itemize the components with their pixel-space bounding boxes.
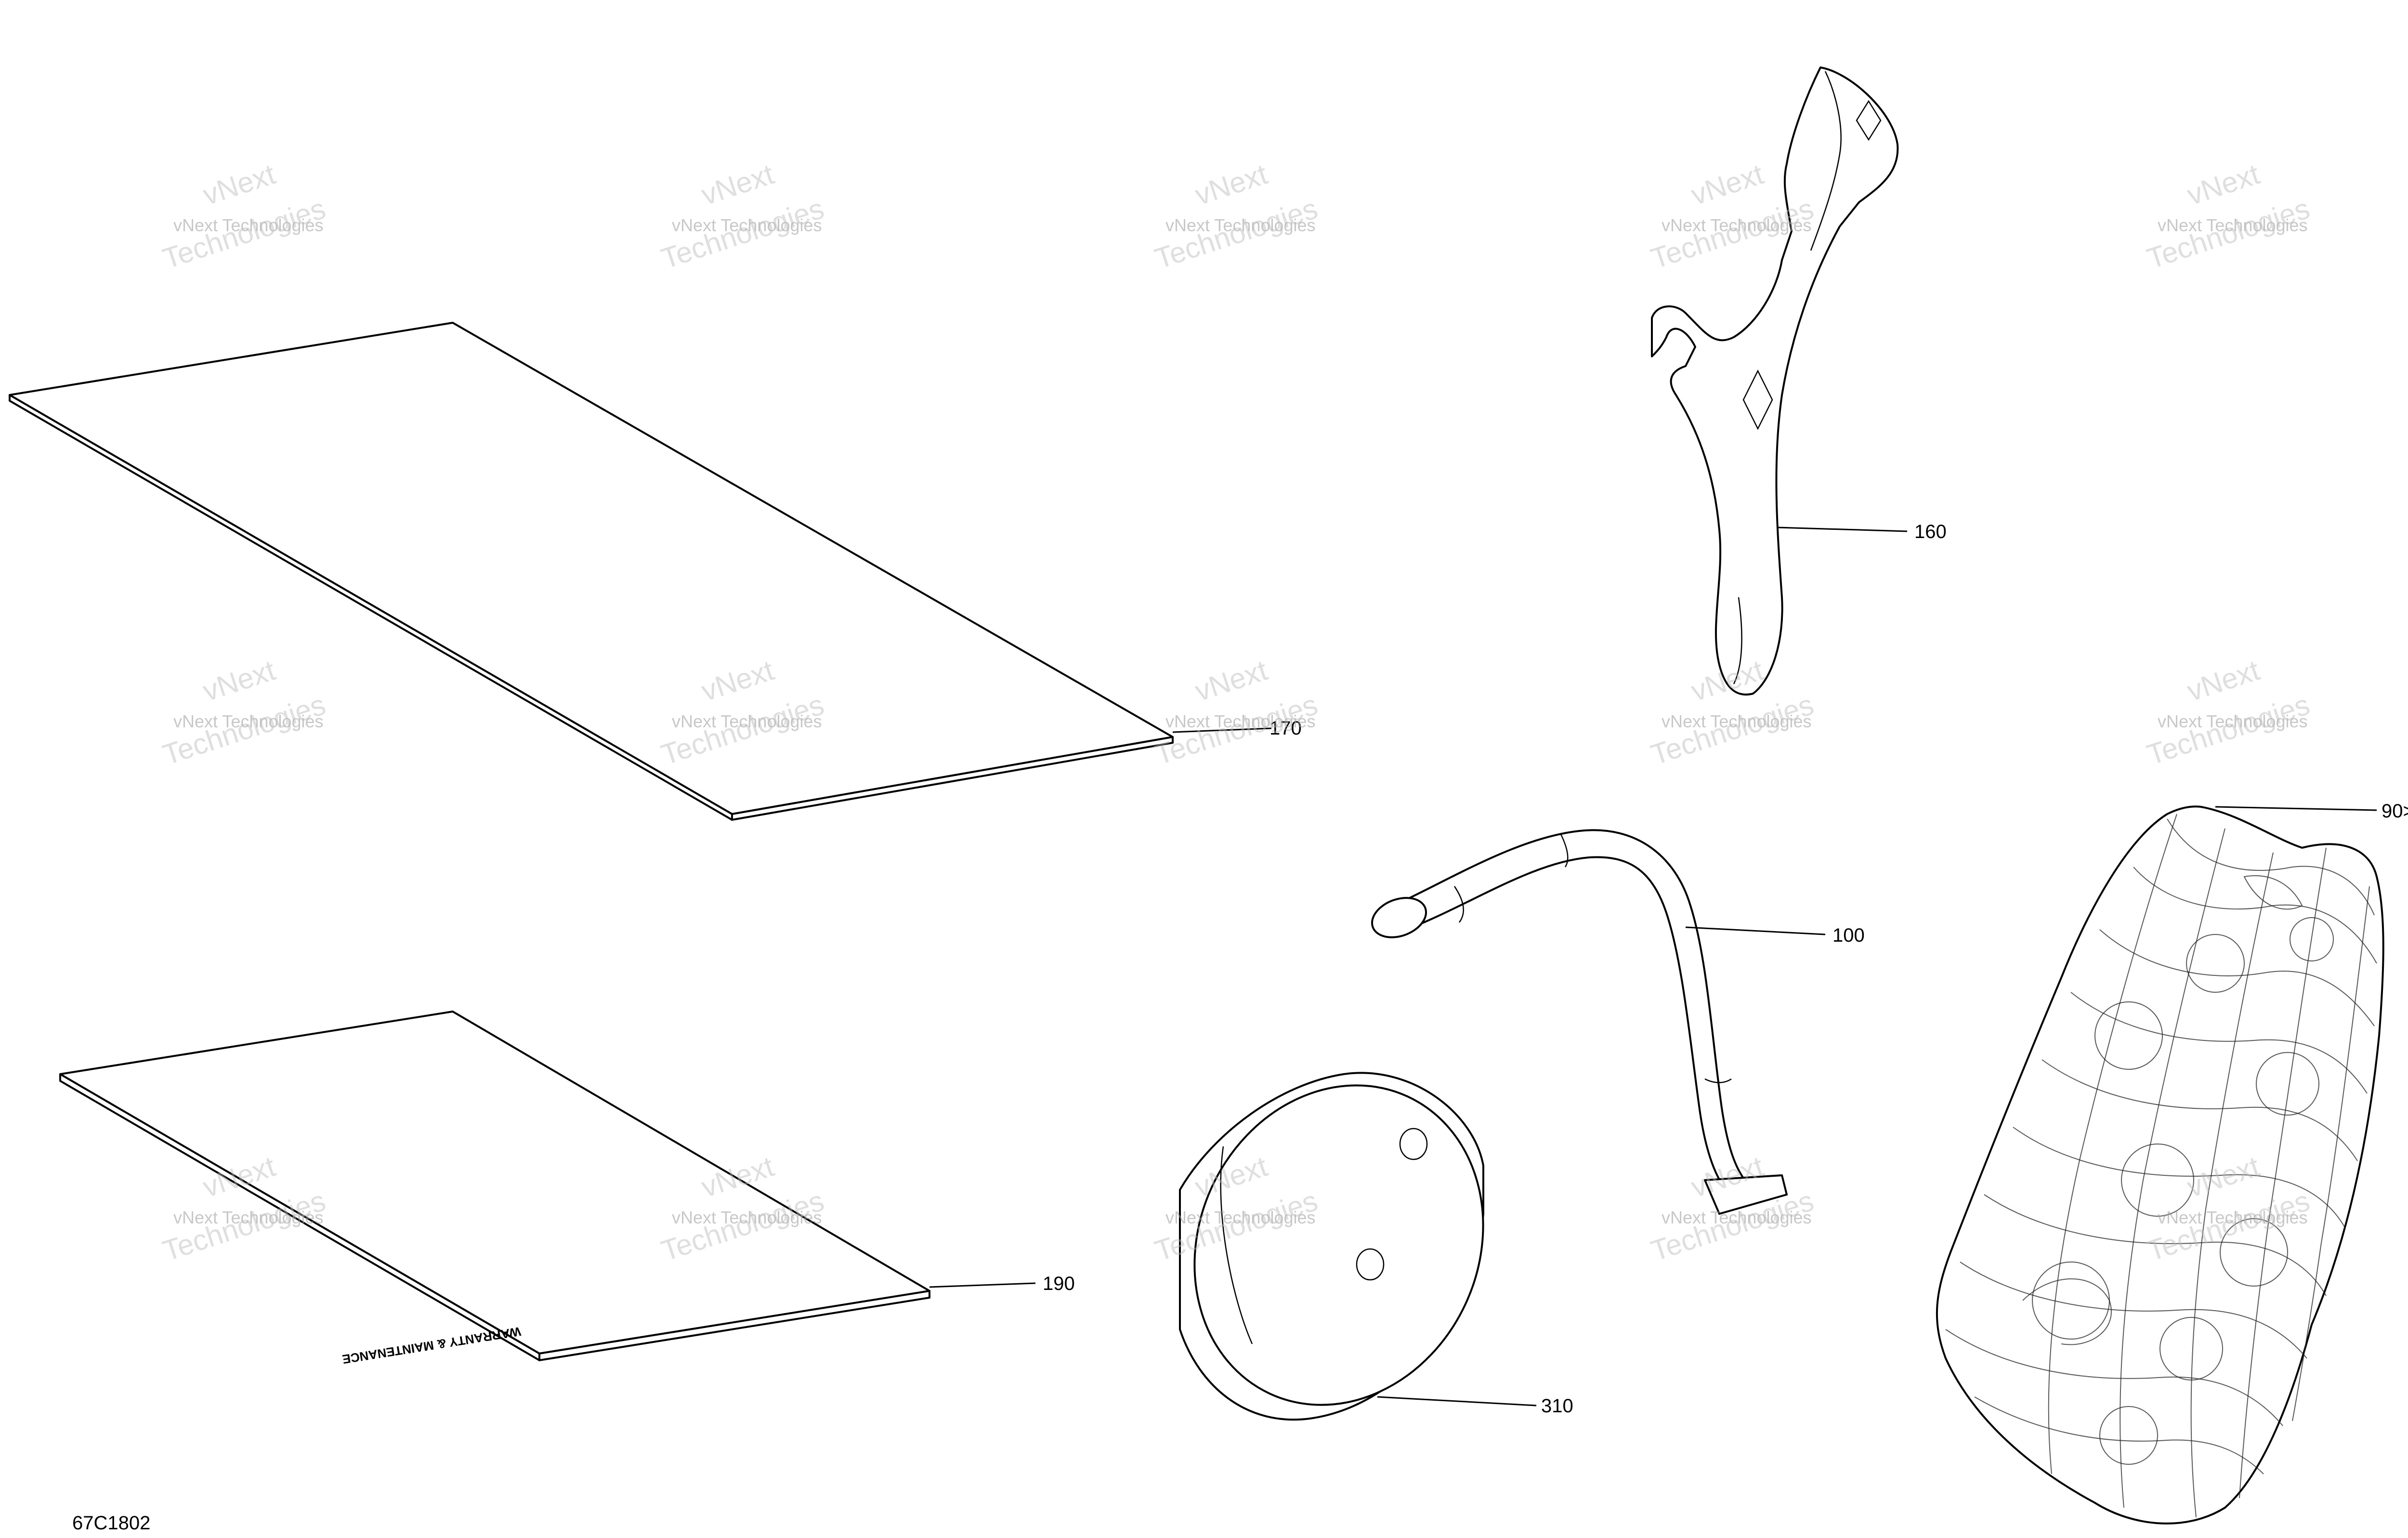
svg-text:vNext: vNext: [1191, 158, 1271, 211]
watermark: vNext vNext Technologies Technologies: [2143, 158, 2314, 275]
flashlight-collar: [1453, 886, 1464, 923]
svg-text:vNext Technologies: vNext Technologies: [2158, 711, 2308, 731]
wrench-body: [1651, 66, 1899, 696]
svg-text:vNext Technologies: vNext Technologies: [2158, 215, 2308, 235]
part-90-mesh-bag[interactable]: [1936, 805, 2384, 1525]
callout-190: 190: [1043, 1273, 1075, 1294]
part-190-manual[interactable]: WARRANTY & MAINTENANCE: [59, 1011, 930, 1367]
svg-text:vNext Technologies: vNext Technologies: [672, 711, 822, 731]
svg-text:vNext Technologies: vNext Technologies: [1662, 1208, 1812, 1227]
part-310-puck[interactable]: [1143, 1038, 1534, 1452]
svg-text:vNext: vNext: [1687, 158, 1767, 211]
watermark: vNext vNext Technologies Technologies: [159, 158, 329, 275]
leader-190: [929, 1282, 1036, 1288]
svg-text:vNext Technologies: vNext Technologies: [1165, 711, 1316, 731]
svg-text:vNext Technologies: vNext Technologies: [1165, 1208, 1316, 1227]
callout-170: 170: [1269, 718, 1302, 739]
svg-text:vNext Technologies: vNext Technologies: [173, 711, 324, 731]
puck-hole-top: [1399, 1128, 1428, 1160]
manual-cover-text: WARRANTY & MAINTENANCE: [341, 1324, 522, 1367]
bag-outline: [1936, 805, 2384, 1525]
svg-text:vNext: vNext: [1191, 654, 1271, 707]
drawing-code: 67C1802: [72, 1512, 150, 1534]
leader-100: [1685, 926, 1826, 935]
svg-text:vNext Technologies: vNext Technologies: [672, 215, 822, 235]
svg-text:vNext Technologies: vNext Technologies: [1662, 711, 1812, 731]
part-100-flashlight[interactable]: [1367, 829, 1788, 1215]
puck-rim-line: [1220, 1146, 1253, 1344]
svg-text:vNext: vNext: [2183, 654, 2264, 707]
flashlight-clip: [1704, 1174, 1788, 1215]
watermark: vNext vNext Technologies Technologies: [657, 158, 828, 275]
callout-160: 160: [1914, 521, 1947, 542]
watermark: vNext vNext Technologies Technologies: [1647, 1150, 1818, 1267]
part-160-wrench[interactable]: [1651, 66, 1899, 696]
wrench-edge-line-lower: [1733, 597, 1742, 684]
svg-text:vNext: vNext: [2183, 158, 2264, 211]
wrench-edge-line: [1810, 71, 1842, 251]
leader-lines: [929, 526, 2377, 1407]
svg-text:vNext: vNext: [697, 158, 778, 211]
svg-text:vNext Technologies: vNext Technologies: [2158, 1208, 2308, 1227]
watermark: vNext vNext Technologies Technologies: [1647, 654, 1818, 771]
svg-text:vNext: vNext: [199, 158, 279, 211]
svg-text:vNext Technologies: vNext Technologies: [1165, 215, 1316, 235]
leader-310: [1377, 1396, 1537, 1407]
watermark: vNext vNext Technologies Technologies: [159, 654, 329, 771]
watermark: vNext vNext Technologies Technologies: [1151, 158, 1322, 275]
leader-160: [1777, 526, 1908, 532]
callout-90: 90>90b: [2382, 801, 2408, 822]
callout-310: 310: [1541, 1395, 1573, 1417]
puck-hole-center: [1356, 1248, 1385, 1281]
flashlight-head: [1371, 897, 1427, 938]
callout-100: 100: [1832, 925, 1865, 946]
manual-top-face: [59, 1011, 930, 1354]
bag-mesh-pattern: [1945, 814, 2377, 1518]
leader-170: [1172, 727, 1272, 733]
watermark: vNext vNext Technologies Technologies: [2143, 654, 2314, 771]
leader-90: [2215, 806, 2377, 811]
wrench-diamond-hole-mid: [1742, 369, 1773, 430]
flashlight-band-lower: [1704, 1078, 1732, 1083]
svg-text:vNext: vNext: [199, 654, 279, 707]
svg-text:vNext Technologies: vNext Technologies: [672, 1208, 822, 1227]
callout-labels: 160 170 100 90>90b 190 310 67C1802: [72, 521, 2408, 1534]
watermark: vNext vNext Technologies Technologies: [1151, 654, 1322, 771]
sheet-side-edge: [731, 736, 1174, 821]
part-170-sheet[interactable]: [9, 322, 1174, 821]
svg-text:vNext Technologies: vNext Technologies: [1662, 215, 1812, 235]
svg-text:vNext Technologies: vNext Technologies: [173, 215, 324, 235]
manual-side-edge: [538, 1290, 930, 1361]
svg-text:vNext Technologies: vNext Technologies: [173, 1208, 324, 1227]
wrench-diamond-hole-top: [1856, 100, 1882, 141]
flashlight-band: [1559, 833, 1569, 868]
puck-face: [1193, 1084, 1484, 1406]
